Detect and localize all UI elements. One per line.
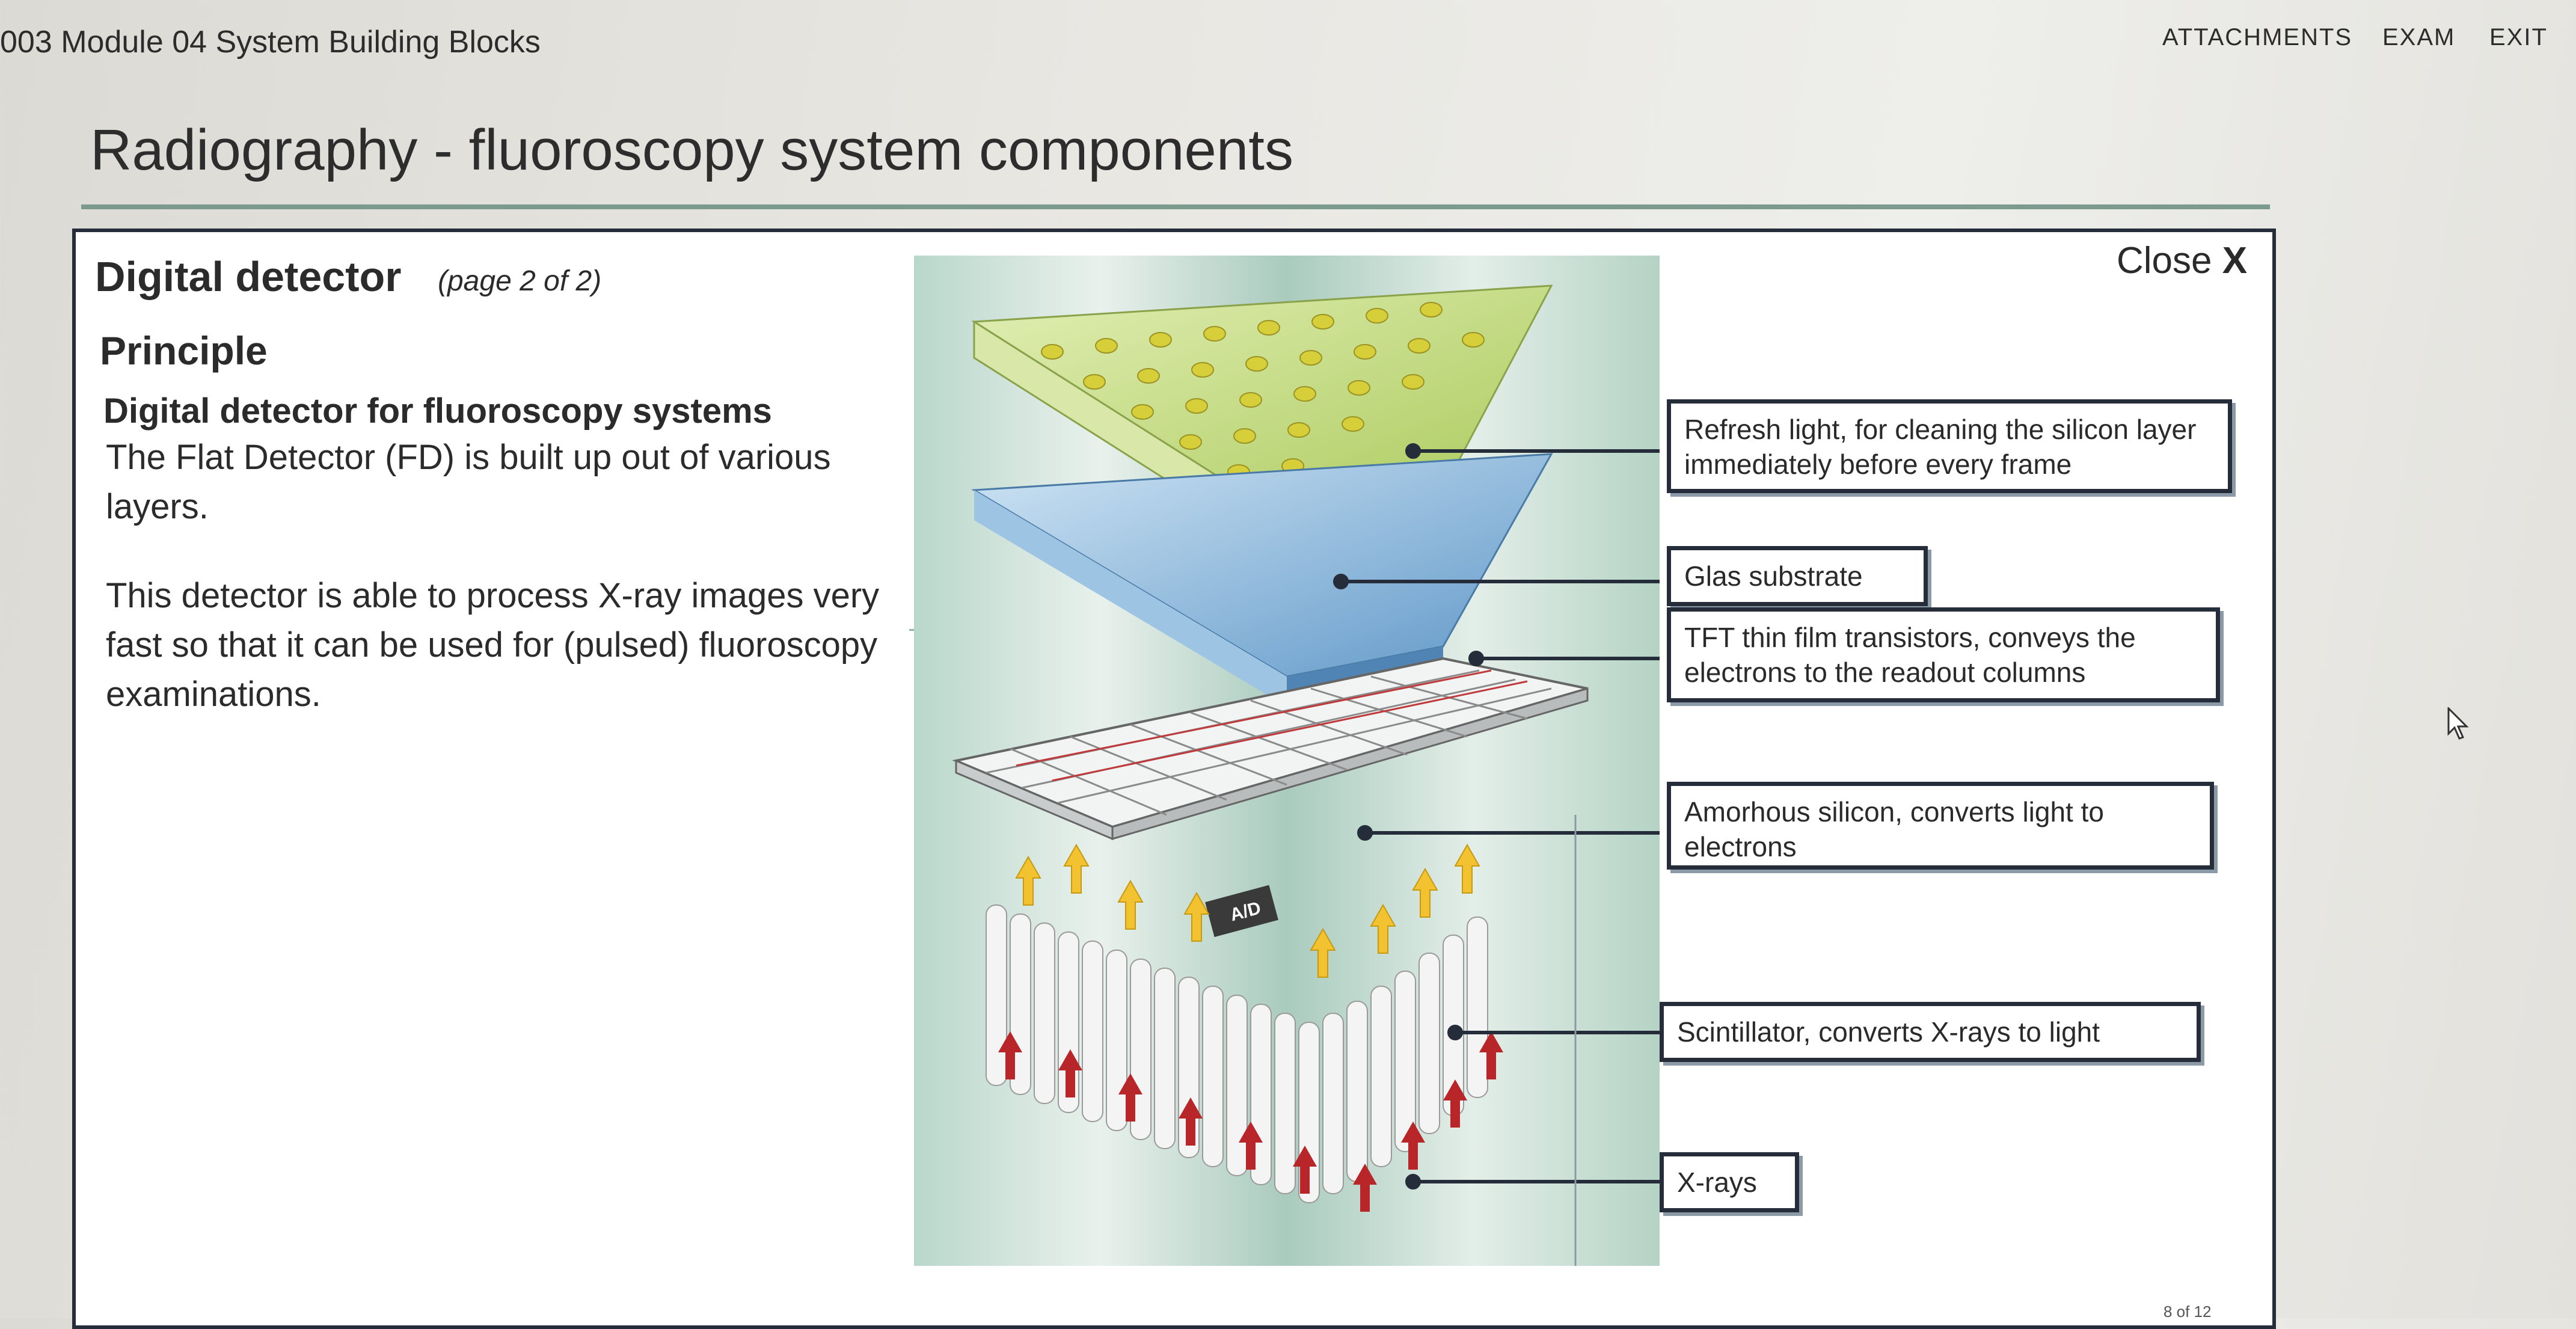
callout-refresh-light: Refresh light, for cleaning the silicon … <box>1667 399 2232 493</box>
flat-detector-diagram: A/D <box>914 256 1660 1266</box>
close-label: Close <box>2117 240 2212 281</box>
ad-converter-chip <box>1205 885 1278 938</box>
top-bar: 003 Module 04 System Building Blocks ATT… <box>0 0 2576 96</box>
section-heading: Principle <box>100 328 268 373</box>
xray-arrows <box>998 1031 1503 1212</box>
paragraph-layers: The Flat Detector (FD) is built up out o… <box>106 438 831 526</box>
callout-tft: TFT thin film transistors, conveys the e… <box>1667 607 2220 702</box>
light-arrows <box>1015 843 1480 978</box>
close-icon: X <box>2222 240 2248 281</box>
panel-heading: Digital detector <box>95 253 402 300</box>
attachments-link[interactable]: ATTACHMENTS <box>2162 24 2353 51</box>
course-title: 003 Module 04 System Building Blocks <box>0 25 541 60</box>
page-indicator: (page 2 of 2) <box>438 265 602 297</box>
scintillator-columns <box>986 904 1488 1203</box>
mouse-cursor-icon <box>2447 707 2469 740</box>
close-button[interactable]: Close X <box>2117 239 2247 282</box>
callout-amorphous-silicon: Amorhous silicon, converts light to elec… <box>1667 782 2214 870</box>
title-divider <box>81 204 2270 209</box>
exam-link[interactable]: EXAM <box>2382 24 2456 51</box>
callout-leaders <box>1333 443 1660 1189</box>
callout-scintillator: Scintillator, converts X-rays to light <box>1660 1002 2201 1062</box>
page-number: 8 of 12 <box>2164 1303 2212 1321</box>
subheading: Digital detector for fluoroscopy systems <box>103 391 772 431</box>
callout-xrays: X-rays <box>1660 1152 1799 1212</box>
tft-plate-layer: A/D <box>952 657 1589 938</box>
exit-link[interactable]: EXIT <box>2489 24 2548 51</box>
paragraph-fluoroscopy: This detector is able to process X-ray i… <box>106 576 880 714</box>
callout-glass-substrate: Glas substrate <box>1667 546 1928 606</box>
page-title: Radiography - fluoroscopy system compone… <box>90 118 1293 182</box>
